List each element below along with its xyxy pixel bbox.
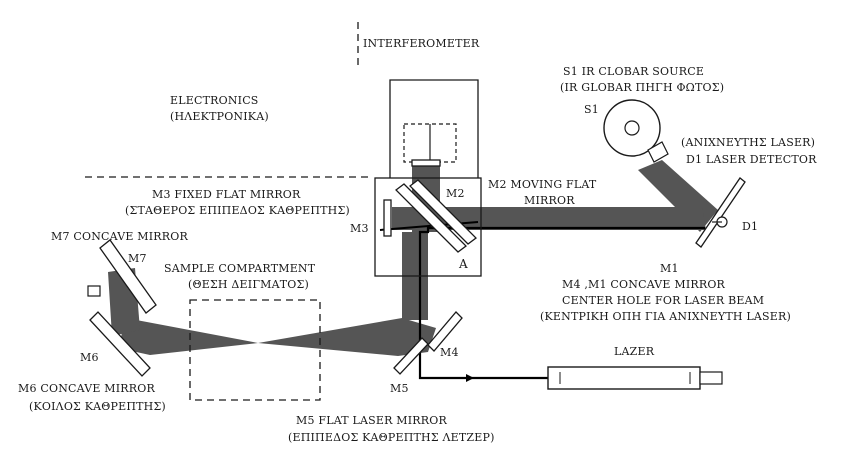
s1-exit-port (647, 141, 669, 163)
sample-title-gr: (ΘΕΣΗ ΔΕΙΓΜΑΤΟΣ) (188, 278, 309, 291)
m3-title: M3 FIXED FLAT MIRROR (152, 188, 301, 201)
laser-detector-label: D1 LASER DETECTOR (686, 153, 817, 166)
electronics-label: ELECTRONICS (170, 94, 259, 107)
m5-tag: M5 (390, 382, 409, 395)
beam-sample-to-m6 (118, 318, 258, 355)
m7-title: M7 CONCAVE MIRROR (51, 230, 188, 243)
m6-title-gr: (ΚΟΙΛΟΣ ΚΑΘΡΕΠΤΗΣ) (29, 400, 166, 413)
m6-tag: M6 (80, 351, 99, 364)
m4m1-sub: CENTER HOLE FOR LASER BEAM (562, 294, 764, 307)
beam-m1-to-interferometer (480, 207, 706, 230)
laser-detector-label-gr: (ΑΝΙΧΝΕΥΤΗΣ LASER) (681, 136, 815, 149)
m1-tag: M1 (660, 262, 679, 275)
m3-tag: M3 (350, 222, 369, 235)
m6-title: M6 CONCAVE MIRROR (18, 382, 155, 395)
beamsplitter-plate (395, 183, 467, 253)
m4-tag: M4 (440, 346, 459, 359)
sample-title: SAMPLE COMPARTMENT (164, 262, 316, 275)
m4m1-sub-gr: (ΚΕΝΤΡΙΚΗ ΟΠΗ ΓΙΑ ΑΝΙΧΝΕΥΤΗ LASER) (540, 310, 791, 323)
m4m1-title: M4 ,M1 CONCAVE MIRROR (562, 278, 726, 291)
m3-title-gr: (ΣΤΑΘΕΡΟΣ ΕΠΙΠΕΔΟΣ ΚΑΘΡΕΠΤΗΣ) (125, 204, 350, 217)
interferometer-label: INTERFEROMETER (363, 37, 480, 50)
m5-title: M5 FLAT LASER MIRROR (296, 414, 447, 427)
interferometer-housing (389, 79, 479, 178)
m2-title-line1: M2 MOVING FLAT (488, 178, 597, 191)
beamsplitter-enclosure (374, 177, 482, 277)
s1-tag: S1 (584, 103, 599, 116)
m7-tag: M7 (128, 252, 147, 265)
m3-mirror (383, 199, 392, 237)
m4-mirror (427, 311, 463, 352)
laser-tube (547, 366, 701, 390)
laser-arrowhead (466, 374, 474, 382)
s1-title: S1 IR CLOBAR SOURCE (563, 65, 704, 78)
m5-mirror (393, 337, 429, 375)
lazer-tag: LAZER (614, 345, 655, 358)
compensator-plate (409, 179, 477, 245)
d1-tag: D1 (742, 220, 758, 233)
m6-mirror (89, 311, 151, 377)
electronics-label-gr: (ΗΛΕΚΤΡΟΝΙΚΑ) (170, 110, 269, 123)
m2-title-line2: MIRROR (524, 194, 575, 207)
m2-mirror (411, 159, 441, 167)
s1-globar-element (624, 120, 640, 136)
m7-mount (87, 285, 101, 297)
beam-m4-to-sample (258, 318, 436, 356)
laser-path (418, 226, 705, 380)
a-tag: A (458, 257, 468, 271)
m5-title-gr: (ΕΠΙΠΕΔΟΣ ΚΑΘΡΕΠΤΗΣ ΛΕΤΖΕΡ) (288, 431, 495, 444)
m2-tag: M2 (446, 187, 465, 200)
s1-title-gr: (IR GLOBAR ΠΗΓΗ ΦΩΤΟΣ) (560, 81, 724, 94)
sample-compartment (189, 299, 321, 401)
m1-mirror (695, 177, 746, 248)
laser-end-cap (699, 371, 723, 385)
m7-mirror (99, 239, 157, 314)
